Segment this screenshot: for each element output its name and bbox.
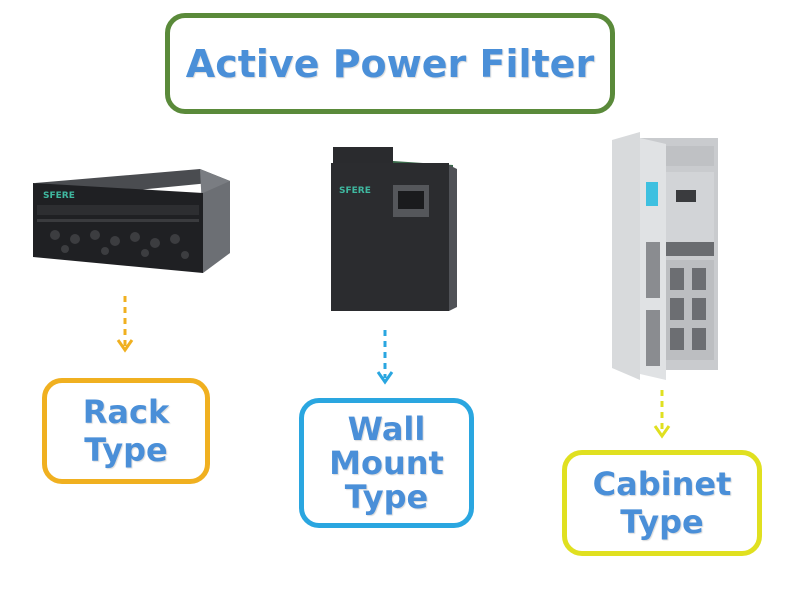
rack-type-box: Rack Type bbox=[42, 378, 210, 484]
rack-brand-label: SFERE bbox=[43, 191, 75, 201]
cabinet-arrow bbox=[653, 390, 671, 439]
wall-arrow bbox=[376, 330, 394, 385]
wall-label-line-3: Type bbox=[344, 478, 429, 516]
rack-unit-image: SFERE bbox=[33, 169, 230, 273]
cabinet-label-line-2: Type bbox=[620, 503, 704, 541]
wall-label-line-2: Mount bbox=[329, 444, 444, 482]
rack-label-line-1: Rack bbox=[82, 393, 170, 431]
cabinet-label-line-1: Cabinet bbox=[592, 465, 732, 503]
cabinet-unit-image bbox=[612, 132, 718, 380]
wall-mount-unit-image: SFERE bbox=[331, 147, 457, 311]
page-title: Active Power Filter bbox=[185, 41, 595, 86]
rack-arrow bbox=[116, 296, 134, 353]
cabinet-type-box: Cabinet Type bbox=[562, 450, 762, 556]
wall-mount-type-box: Wall Mount Type bbox=[299, 398, 474, 528]
rack-label-line-2: Type bbox=[84, 431, 168, 469]
wall-label-line-1: Wall bbox=[347, 410, 426, 448]
wall-brand-label: SFERE bbox=[339, 186, 371, 196]
title-box: Active Power Filter bbox=[165, 13, 615, 114]
